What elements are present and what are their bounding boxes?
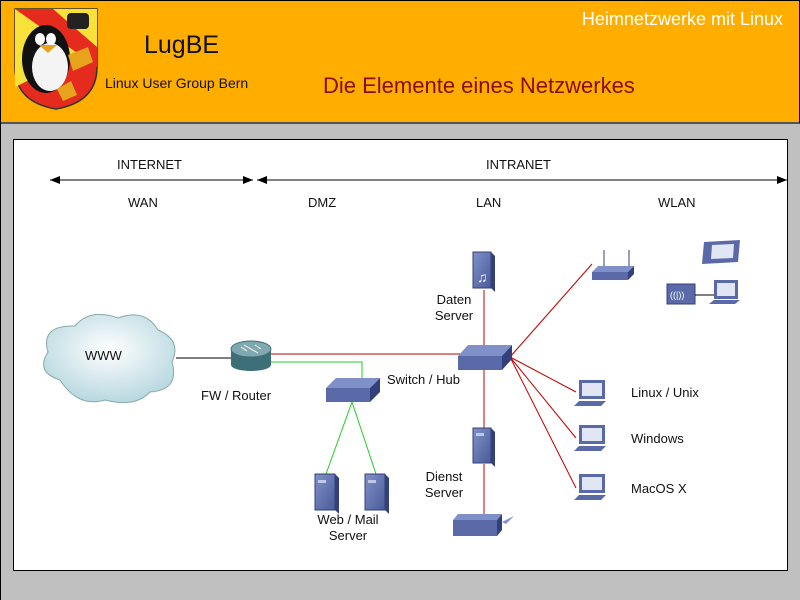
cloud-label: WWW xyxy=(85,348,122,363)
dmz-switch-icon xyxy=(326,378,380,402)
svg-text:♫: ♫ xyxy=(477,269,488,285)
wlan-computer-icon xyxy=(709,280,740,304)
lan-links xyxy=(270,263,593,515)
internet-cloud-icon xyxy=(43,313,176,404)
intranet-zone-arrow xyxy=(257,176,787,184)
router-label: FW / Router xyxy=(201,388,272,403)
svg-text:((|)): ((|)) xyxy=(670,290,684,300)
slide-border xyxy=(0,121,1,600)
lugbe-logo-icon xyxy=(14,8,98,110)
internet-zone-arrow xyxy=(50,176,253,184)
zone-label-lan: LAN xyxy=(476,195,502,210)
zone-label-internet: INTERNET xyxy=(117,157,182,172)
brand-subtitle: Linux User Group Bern xyxy=(105,75,249,91)
wireless-adapter-icon: ((|)) xyxy=(666,283,716,305)
slide-title: Die Elemente eines Netzwerkes xyxy=(323,73,635,98)
dmz-switch-label: Switch / Hub xyxy=(387,372,460,387)
client-computer-linux-icon xyxy=(574,380,606,406)
zone-label-dmz: DMZ xyxy=(308,195,337,210)
mail-server-icon xyxy=(364,473,389,514)
client-computer-mac-icon xyxy=(574,474,606,500)
client-windows-label: Windows xyxy=(631,431,684,446)
service-server-label-line2: Server xyxy=(424,485,464,500)
web-server-icon xyxy=(314,473,339,514)
service-server-label: Dienst Server xyxy=(416,469,472,501)
client-computer-windows-icon xyxy=(574,425,606,451)
data-server-label-line1: Daten xyxy=(436,292,472,307)
lan-switch-icon xyxy=(458,345,512,370)
web-mail-server-label-line2: Server xyxy=(328,528,368,543)
presentation-title: Heimnetzwerke mit Linux xyxy=(581,9,783,29)
data-server-icon: ♫ xyxy=(472,251,495,292)
client-mac-label: MacOS X xyxy=(631,481,687,496)
printer-icon xyxy=(453,514,514,536)
web-mail-server-label: Web / Mail Server xyxy=(308,512,388,544)
zone-label-wlan: WLAN xyxy=(658,195,696,210)
web-mail-server-label-line1: Web / Mail xyxy=(317,512,379,527)
zone-label-intranet: INTRANET xyxy=(486,157,551,172)
brand-name: LugBE xyxy=(144,31,220,59)
client-linux-label: Linux / Unix xyxy=(631,385,699,400)
router-icon xyxy=(230,340,272,371)
wireless-access-point-icon xyxy=(592,250,634,280)
data-server-label: Daten Server xyxy=(426,292,482,324)
service-server-icon xyxy=(472,427,495,467)
service-server-label-line1: Dienst xyxy=(425,469,463,484)
slide-header: LugBE Linux User Group Bern Heimnetzwerk… xyxy=(0,0,800,124)
data-server-label-line2: Server xyxy=(434,308,474,323)
tablet-icon xyxy=(702,240,740,264)
zone-label-wan: WAN xyxy=(128,195,158,210)
dmz-links xyxy=(270,361,377,475)
